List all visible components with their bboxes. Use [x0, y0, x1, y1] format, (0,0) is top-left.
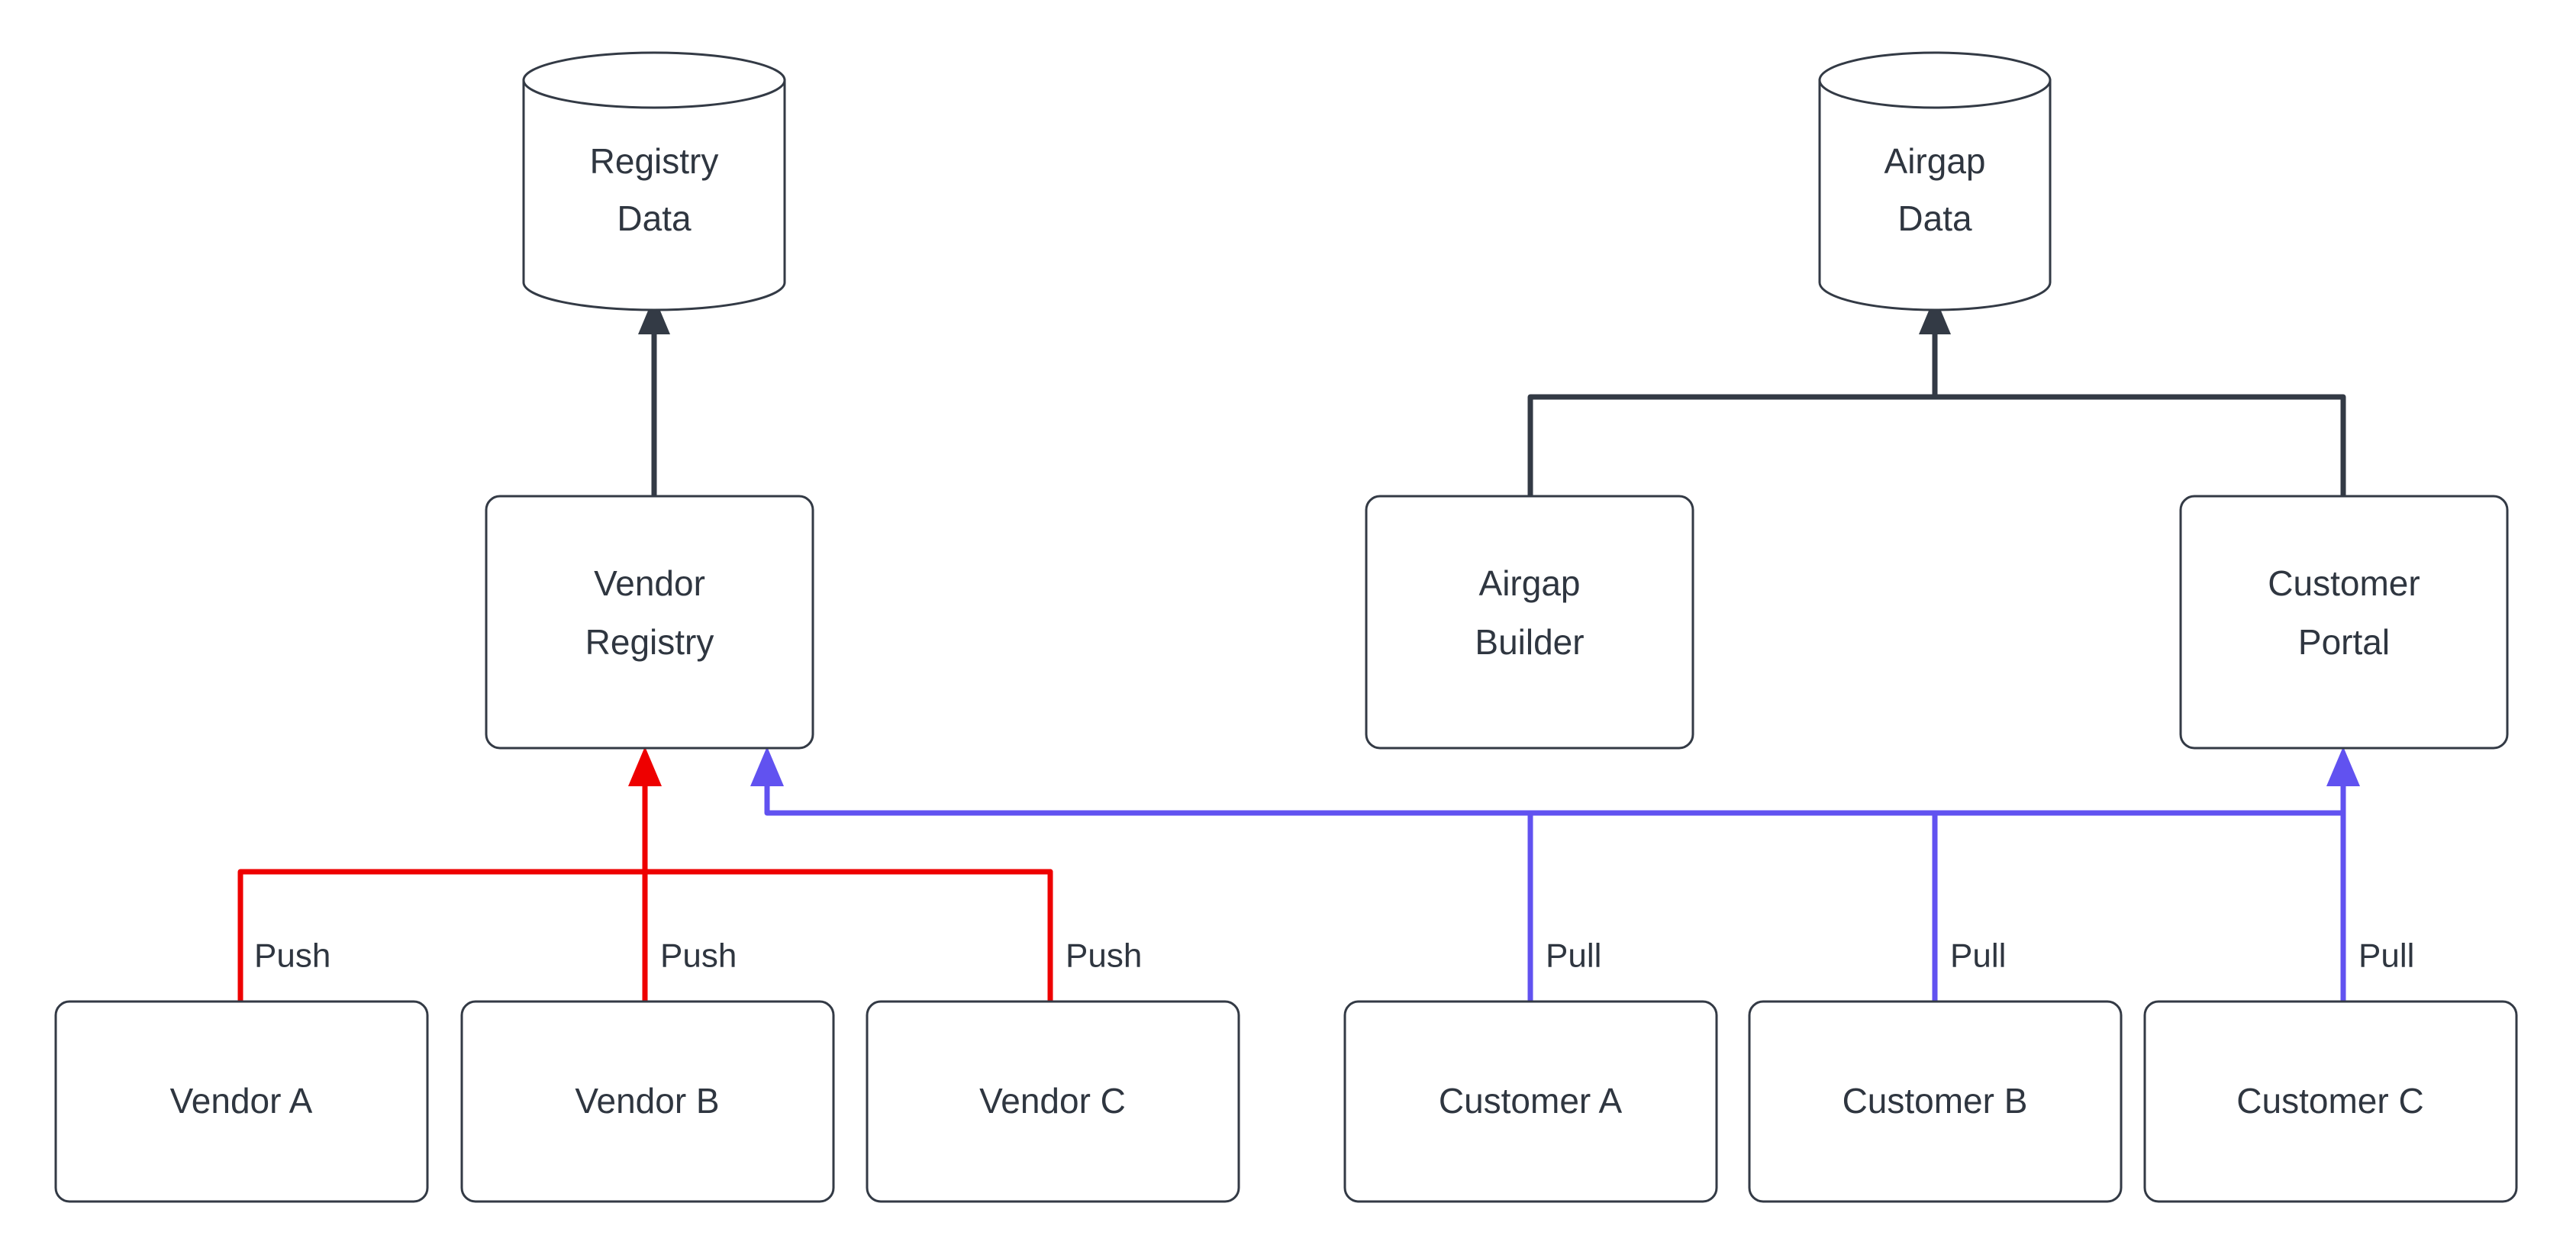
cylinder-top-icon [1818, 51, 2052, 109]
edge-airgap-data-trunk [1919, 296, 1951, 400]
arrow-head-icon [628, 747, 662, 786]
node-box [2143, 1000, 2518, 1203]
node-box [1748, 1000, 2123, 1203]
edge-label-push-b: Push [660, 937, 737, 975]
arrow-head-icon [750, 747, 784, 786]
node-box [1365, 495, 1694, 750]
node-customer-portal[interactable]: Customer Portal [2179, 495, 2509, 750]
node-vendor-a[interactable]: Vendor A [54, 1000, 429, 1203]
node-vendor-c[interactable]: Vendor C [866, 1000, 1240, 1203]
node-vendor-b[interactable]: Vendor B [460, 1000, 835, 1203]
node-label-line1: Airgap [1479, 563, 1581, 603]
node-label-line1: Vendor [594, 563, 705, 603]
node-label-line2: Data [617, 198, 692, 238]
cylinder-body [1818, 79, 2052, 311]
node-label: Vendor C [979, 1081, 1126, 1121]
node-box [460, 1000, 835, 1203]
node-airgap-data[interactable]: Airgap Data [1818, 51, 2052, 311]
node-label: Customer A [1439, 1081, 1623, 1121]
node-customer-c[interactable]: Customer C [2143, 1000, 2518, 1203]
node-box [866, 1000, 1240, 1203]
node-box [1343, 1000, 1718, 1203]
edge-label-push-c: Push [1066, 937, 1142, 975]
arrow-head-icon [1919, 296, 1951, 334]
edge-airgap-builder-to-airgap-data [1527, 394, 1938, 498]
node-label-line2: Portal [2298, 622, 2390, 662]
node-label: Customer B [1843, 1081, 2028, 1121]
node-airgap-builder[interactable]: Airgap Builder [1365, 495, 1694, 750]
cylinder-top-icon [522, 51, 786, 109]
node-label-line2: Registry [585, 622, 714, 662]
edge-push-bus [237, 747, 1053, 1005]
node-label: Customer C [2236, 1081, 2423, 1121]
cylinder-body [522, 79, 786, 311]
arrow-head-icon [2326, 747, 2360, 786]
node-label-line2: Data [1897, 198, 1972, 238]
node-registry-data[interactable]: Registry Data [522, 51, 786, 311]
node-box [2179, 495, 2509, 750]
node-label: Vendor B [575, 1081, 719, 1121]
node-box [485, 495, 814, 750]
arrow-head-icon [638, 296, 670, 334]
node-label-line2: Builder [1475, 622, 1584, 662]
edge-label-pull-a: Pull [1546, 937, 1601, 975]
edge-line [1932, 394, 2346, 498]
node-label-line1: Airgap [1884, 141, 1986, 181]
edge-line-pull-main [764, 776, 2346, 816]
edge-label-pull-b: Pull [1950, 937, 2006, 975]
node-customer-a[interactable]: Customer A [1343, 1000, 1718, 1203]
node-label-line1: Registry [590, 141, 719, 181]
node-label-line1: Customer [2268, 563, 2420, 603]
node-vendor-registry[interactable]: Vendor Registry [485, 495, 814, 750]
edge-line-push-a [237, 869, 1053, 1005]
node-customer-b[interactable]: Customer B [1748, 1000, 2123, 1203]
edge-pull-bus [750, 747, 2360, 1005]
edge-customer-portal-to-airgap-data [1932, 394, 2346, 498]
edge-vendor-registry-to-registry-data [638, 296, 670, 498]
node-box [54, 1000, 429, 1203]
edge-line [1527, 394, 1938, 498]
node-label: Vendor A [170, 1081, 313, 1121]
edge-label-pull-c: Pull [2358, 937, 2414, 975]
edge-label-push-a: Push [254, 937, 330, 975]
